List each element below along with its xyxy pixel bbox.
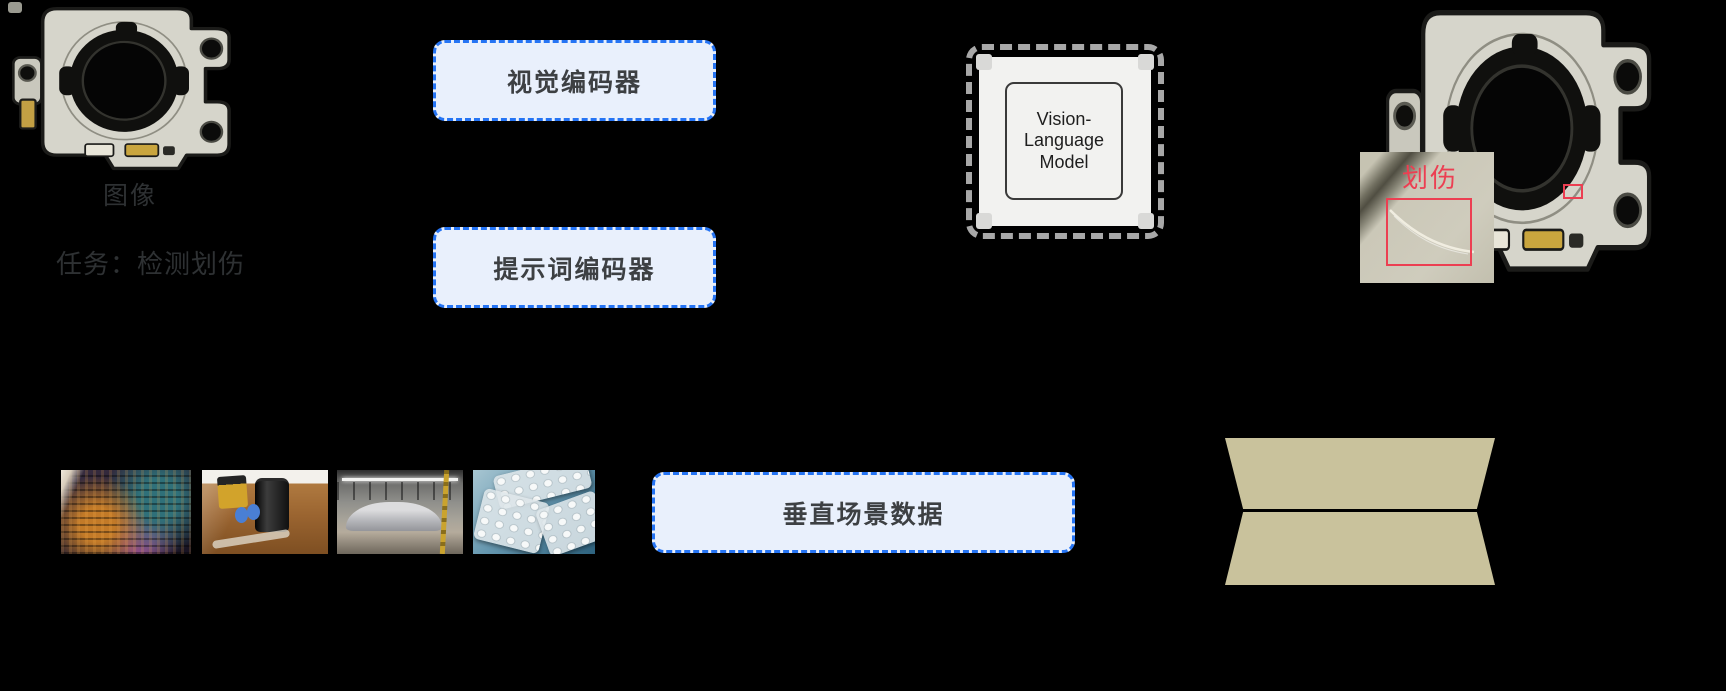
chip-pad-icon — [1138, 213, 1154, 229]
defect-zoom-inset: 划伤 — [1360, 152, 1494, 283]
screw-fragment — [8, 2, 22, 13]
scratch-line — [1389, 209, 1475, 255]
chip-dashed-outline — [966, 44, 1164, 239]
defect-inset-bbox — [1386, 198, 1472, 266]
defect-label: 划伤 — [1402, 163, 1459, 193]
input-part-image — [12, 2, 248, 174]
capacitor-component — [247, 503, 261, 520]
dataset-image-pill-blisters — [473, 470, 595, 554]
chip-pad-icon — [1138, 54, 1154, 70]
vlm-label-box: Vision-Language Model — [1005, 82, 1123, 200]
funnel-shape-top — [1225, 438, 1495, 509]
vlm-label: Vision-Language Model — [1023, 108, 1105, 172]
prompt-encoder-label: 提示词编码器 — [493, 255, 656, 284]
vlm-chip: Vision-Language Model — [966, 44, 1164, 239]
visual-encoder-label: 视觉编码器 — [506, 68, 642, 97]
car-body — [345, 501, 442, 532]
chip-pad-icon — [976, 54, 992, 70]
task-caption: 任务：检测划伤 — [56, 249, 246, 279]
visual-encoder-box: 视觉编码器 — [433, 40, 716, 121]
dataset-image-wafer — [61, 470, 191, 554]
capacitor-component — [234, 506, 248, 523]
factory-light — [342, 477, 458, 481]
funnel-shape-bottom — [1225, 512, 1495, 585]
chip-pad-icon — [976, 213, 992, 229]
dataset-image-circuit-board — [202, 470, 328, 554]
factory-truss — [337, 481, 463, 501]
input-image-caption: 图像 — [102, 182, 157, 210]
dataset-image-car-factory — [337, 470, 463, 554]
pcb-trace — [211, 528, 291, 549]
prompt-encoder-box: 提示词编码器 — [433, 227, 716, 308]
defect-marker-bbox — [1563, 184, 1583, 199]
vertical-scene-data-box: 垂直场景数据 — [652, 472, 1075, 553]
capacitor-component — [254, 478, 289, 533]
chip-body: Vision-Language Model — [976, 54, 1154, 229]
vertical-scene-data-label: 垂直场景数据 — [782, 500, 945, 529]
transformer-component — [217, 474, 249, 509]
blister-pack — [534, 489, 595, 554]
